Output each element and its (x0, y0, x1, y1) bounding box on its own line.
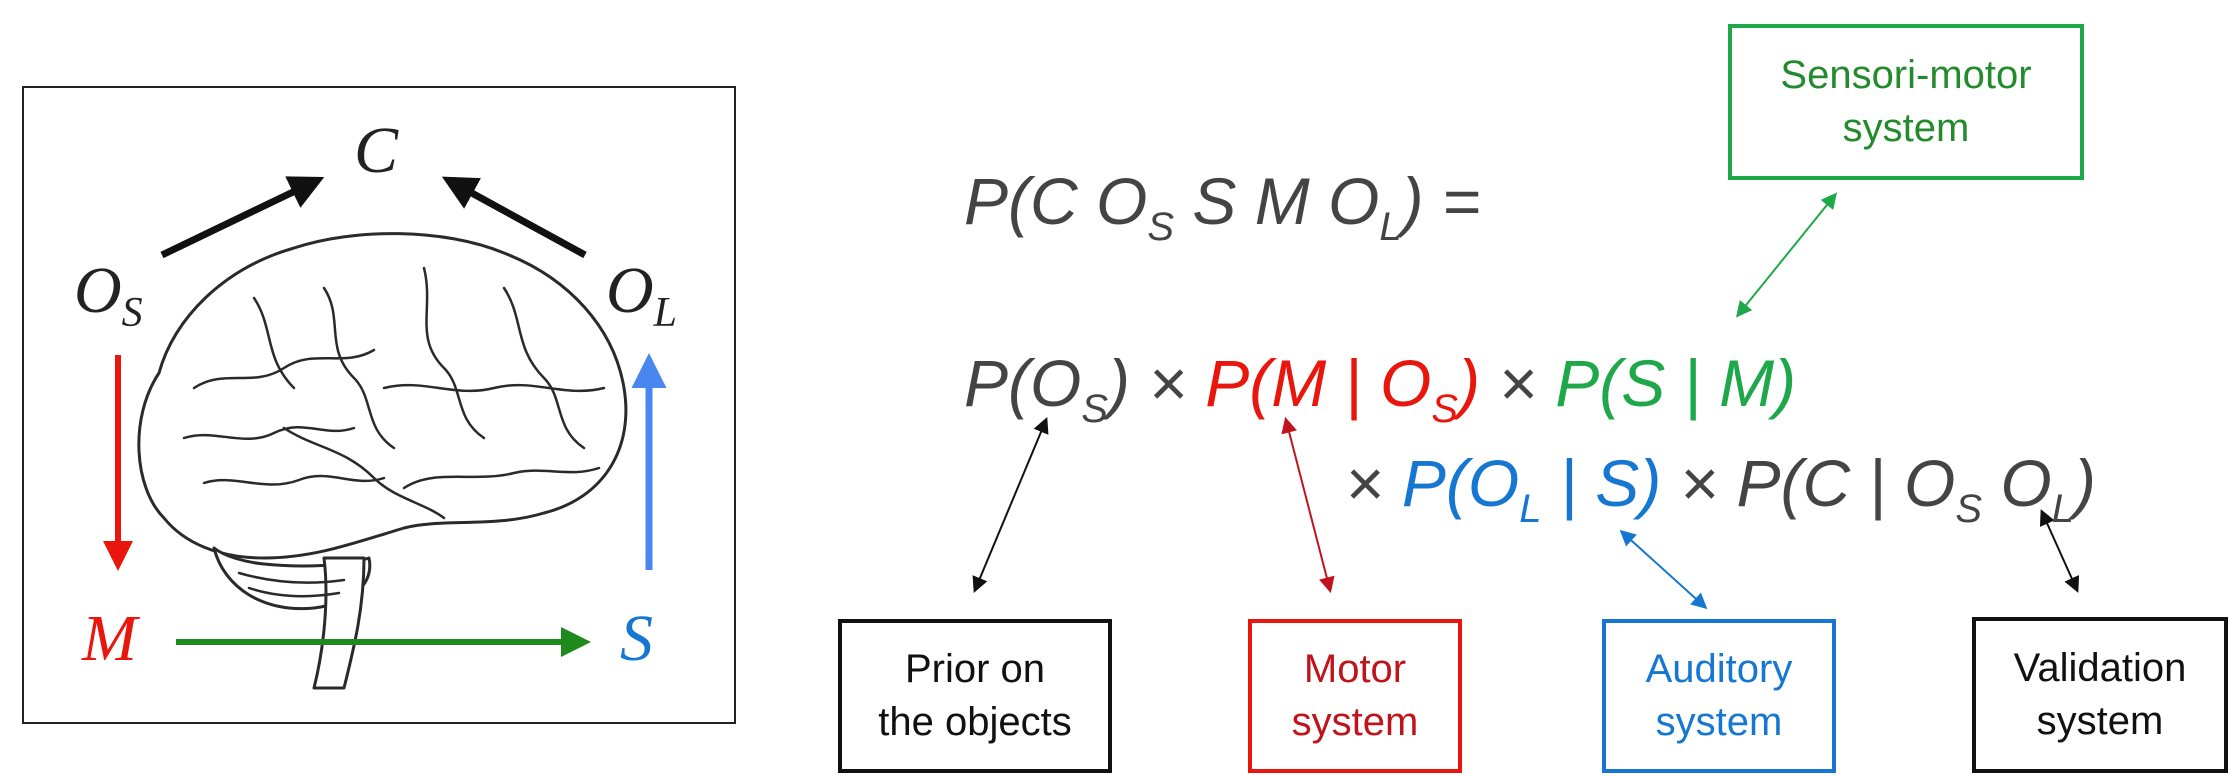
term-sensorimotor: P(S | M) (1555, 346, 1797, 420)
node-m: M (82, 602, 137, 675)
connector-prior (972, 417, 1049, 593)
decomposition-line-2: × P(OL | S) × P(C | OS OL) (1345, 446, 2096, 531)
term-auditory: P(OL | S) (1401, 446, 1662, 531)
node-os: OS (74, 254, 143, 336)
connector-auditory (1619, 529, 1708, 610)
connector-motor (1281, 416, 1335, 594)
node-s: S (620, 602, 653, 675)
decomposition-line-1: P(OS) × P(M | OS) × P(S | M) (964, 346, 1797, 431)
node-ol: OL (606, 254, 678, 336)
term-motor: P(M | OS) (1205, 346, 1481, 431)
connector-sensorimotor (1735, 192, 1838, 318)
arrow-os-to-c (160, 176, 325, 259)
term-validation: P(C | OS OL) (1736, 446, 2096, 531)
arrow-ol-to-c (441, 176, 587, 259)
node-c: C (354, 114, 399, 187)
term-prior: P(OS) (964, 346, 1131, 431)
brain-illustration (137, 232, 628, 690)
joint-distribution: P(C OS S M OL) = (964, 164, 1481, 249)
connector-validation (2039, 509, 2080, 593)
brain-diagram-frame (22, 86, 736, 724)
